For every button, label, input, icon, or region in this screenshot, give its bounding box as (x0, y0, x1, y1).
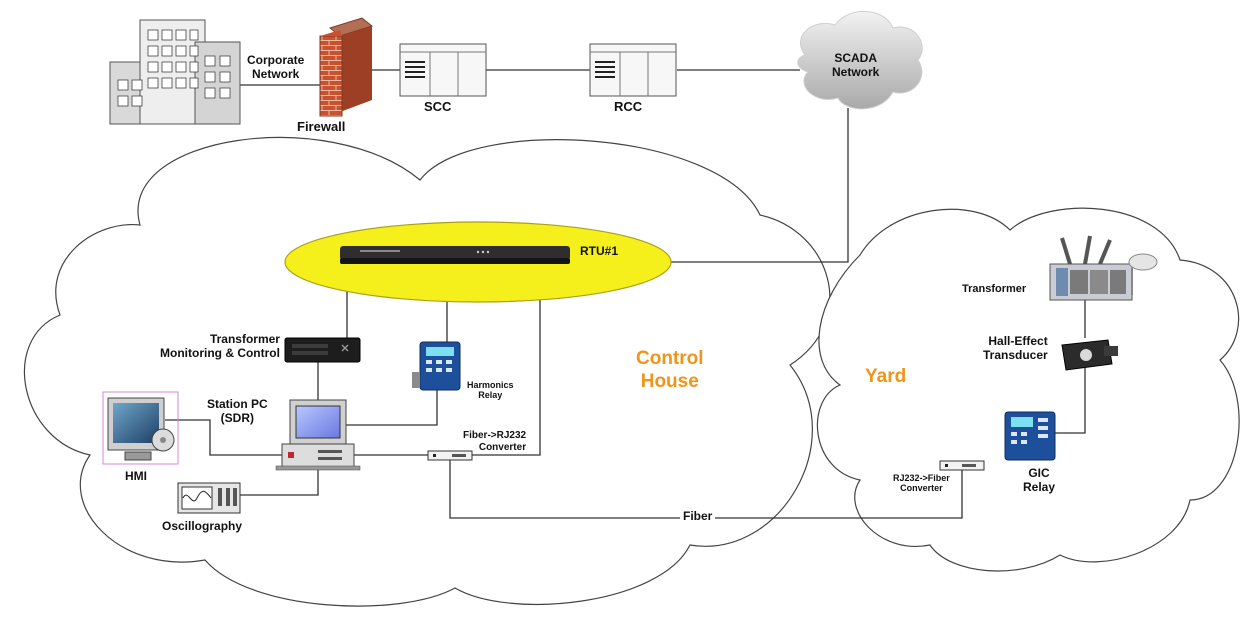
control-house-area-label: Control House (636, 348, 704, 392)
gic-relay-label: GIC Relay (1023, 466, 1056, 494)
scada-network-cloud (797, 11, 923, 110)
hmi-icon (102, 391, 179, 465)
station-pc-icon (275, 399, 361, 471)
scada-network-label: SCADA Network (832, 51, 880, 79)
oscillography-label: Oscillography (162, 519, 243, 533)
fiber-rj232-converter-icon (427, 450, 473, 461)
rtu-device-icon (340, 246, 570, 264)
hall-effect-transducer-icon (1061, 339, 1118, 371)
station-pc-label: Station PC (SDR) (207, 397, 268, 425)
rj232-fiber-converter-label: RJ232->Fiber Converter (893, 473, 950, 494)
scc-label: SCC (424, 99, 452, 114)
corporate-network-label: Corporate Network (247, 53, 305, 81)
transformer-icon (1049, 235, 1158, 301)
yard-cloud (816, 207, 1240, 572)
gic-relay-icon (1004, 411, 1056, 461)
rj232-fiber-converter-icon (939, 460, 985, 471)
fiber-label: Fiber (680, 509, 716, 524)
fiber-rj232-converter-label: Fiber->RJ232 Converter (463, 430, 527, 453)
rcc-label: RCC (614, 99, 643, 114)
hmi-label: HMI (125, 469, 147, 483)
hall-effect-transducer-label: Hall-Effect Transducer (983, 334, 1048, 362)
yard-area-label: Yard (865, 366, 907, 387)
transformer-monitor-icon (284, 337, 361, 363)
scc-server-icon (399, 43, 487, 97)
oscillography-icon (177, 482, 241, 514)
harmonics-relay-label: Harmonics Relay (467, 380, 514, 401)
transformer-monitoring-label: Transformer Monitoring & Control (160, 332, 280, 360)
transformer-label: Transformer (962, 283, 1027, 295)
rtu-label: RTU#1 (580, 244, 619, 258)
firewall-icon (319, 17, 374, 117)
firewall-label: Firewall (297, 119, 346, 134)
harmonics-relay-icon (412, 341, 461, 391)
rcc-server-icon (589, 43, 677, 97)
corporate-building (109, 19, 241, 125)
